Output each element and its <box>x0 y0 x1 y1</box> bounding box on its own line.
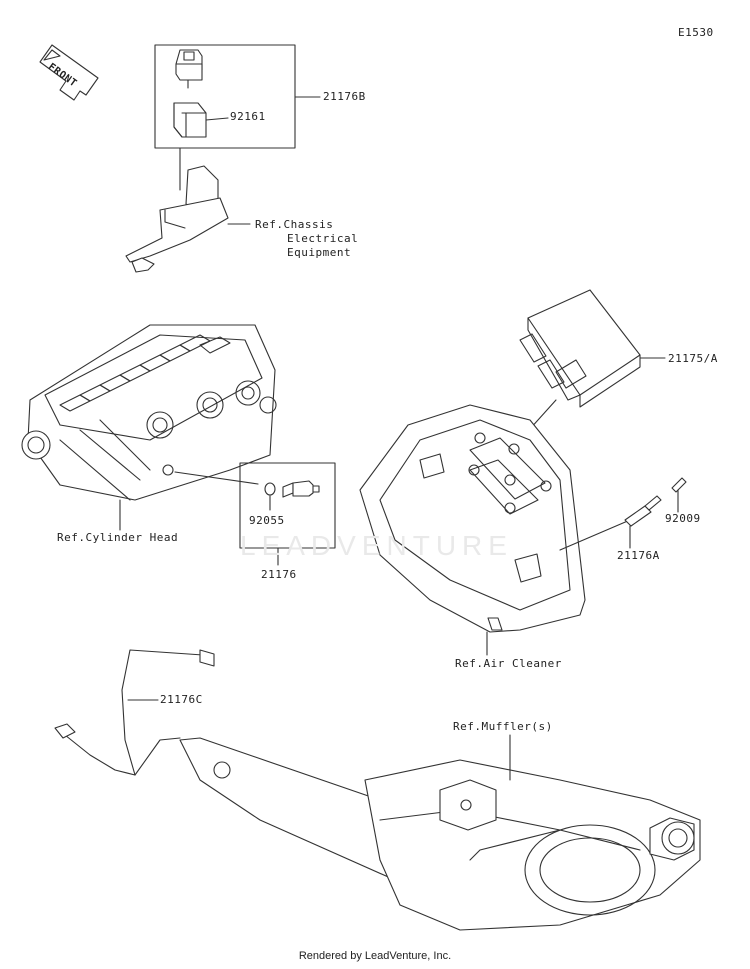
bolt-92009-part <box>671 477 687 513</box>
air-cleaner-part <box>359 404 631 656</box>
relay-bracket-part <box>125 147 251 273</box>
ecu-part <box>519 289 666 441</box>
part-label-21175a[interactable]: 21175/A <box>668 352 718 365</box>
footer-credit: Rendered by LeadVenture, Inc. <box>298 950 452 962</box>
front-arrow-icon <box>39 44 99 101</box>
ref-air-cleaner-label[interactable]: Ref.Air Cleaner <box>455 657 562 670</box>
relay-part <box>175 49 203 89</box>
harness-21176c-part <box>54 649 215 776</box>
temp-sensor-group-box <box>239 462 336 566</box>
relay-92161-part <box>173 102 229 138</box>
relay-group-box <box>154 44 321 149</box>
o2-sensor-21176a-part <box>624 495 662 549</box>
ref-muffler-label[interactable]: Ref.Muffler(s) <box>453 720 553 733</box>
watermark: LEADVENTURE <box>240 530 513 561</box>
part-label-21176c[interactable]: 21176C <box>160 693 203 706</box>
diagram-id-label: E1530 <box>678 26 714 39</box>
part-label-92161[interactable]: 92161 <box>230 110 266 123</box>
part-label-21176b[interactable]: 21176B <box>323 90 366 103</box>
muffler-part <box>179 734 701 931</box>
part-label-21176[interactable]: 21176 <box>261 568 297 581</box>
ref-chassis-line3: Equipment <box>287 246 352 259</box>
ref-chassis-line1[interactable]: Ref.Chassis <box>255 218 334 231</box>
cylinder-head-part <box>21 324 277 531</box>
part-label-92009[interactable]: 92009 <box>665 512 701 525</box>
ref-cylinder-head-label[interactable]: Ref.Cylinder Head <box>57 531 179 544</box>
ref-chassis-line2: Electrical <box>287 232 359 245</box>
part-label-21176a[interactable]: 21176A <box>617 549 660 562</box>
part-label-92055[interactable]: 92055 <box>249 514 285 527</box>
